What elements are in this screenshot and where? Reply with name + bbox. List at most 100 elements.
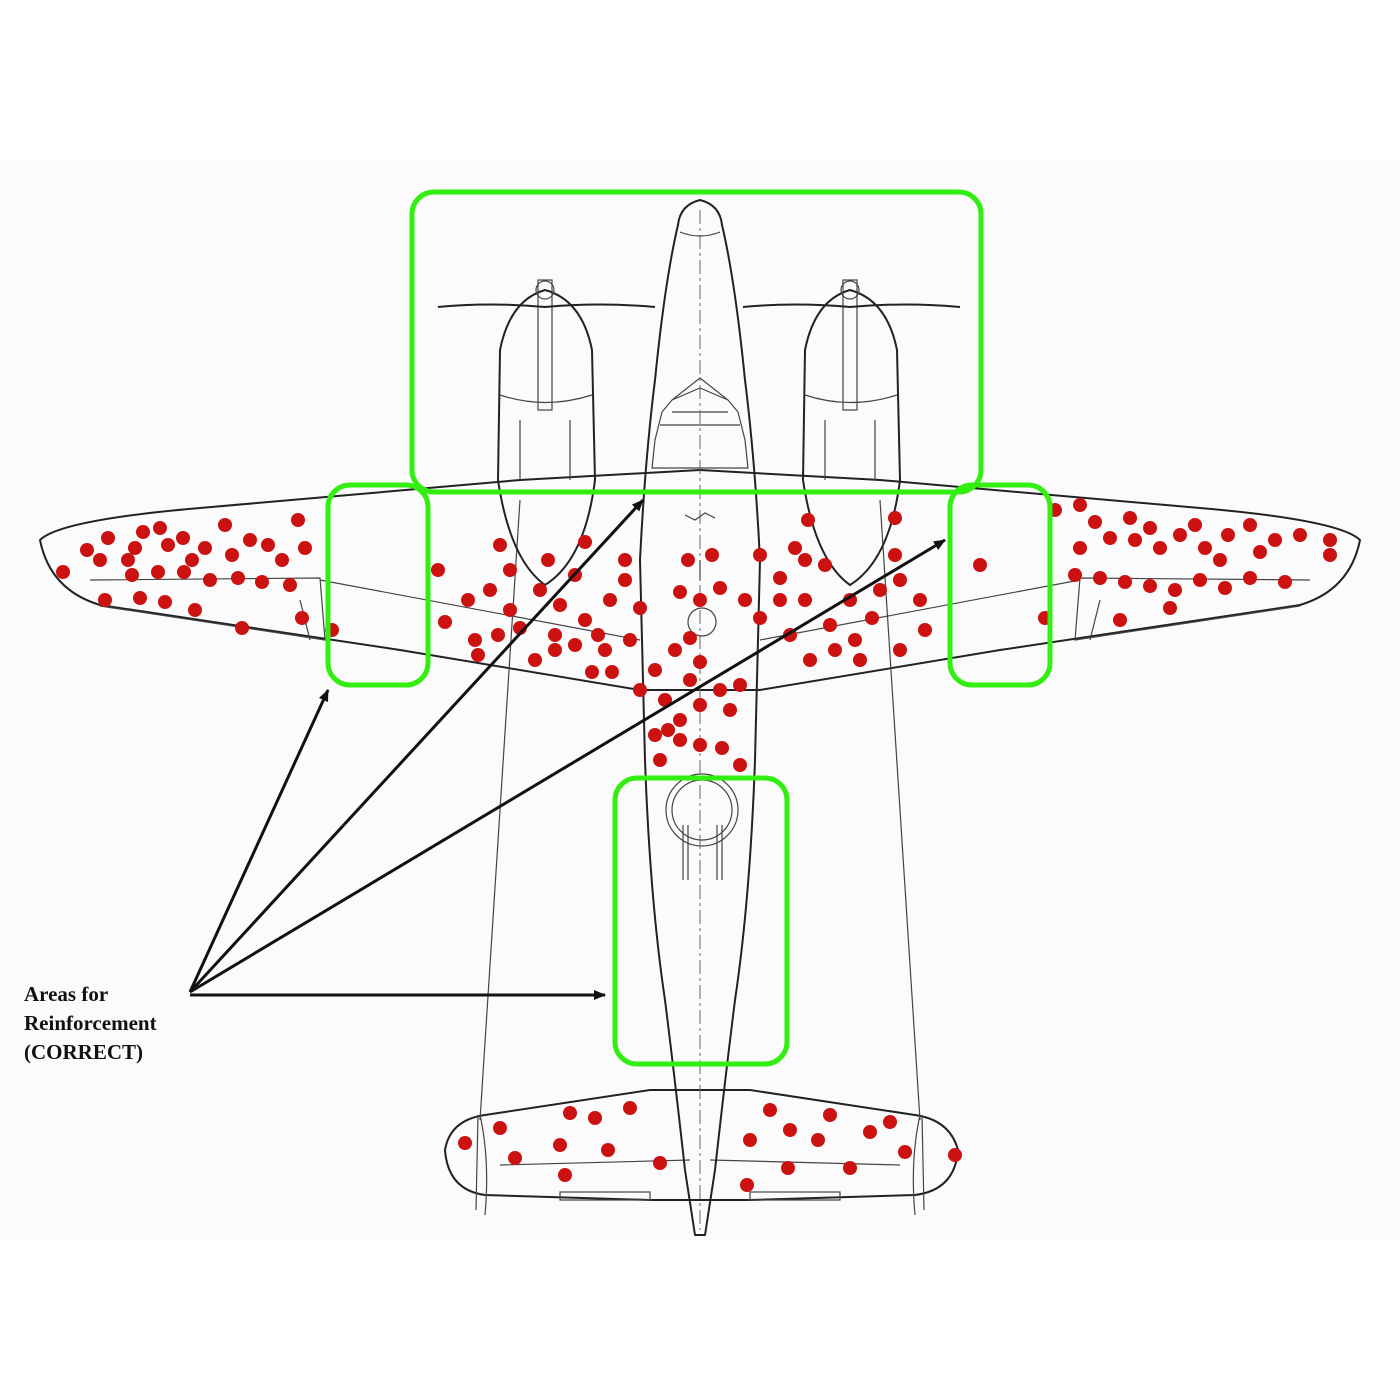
bullet-hit [185, 553, 199, 567]
bullet-hit [468, 633, 482, 647]
left-nacelle-cowl [499, 394, 593, 480]
bullet-hit [528, 653, 542, 667]
bullet-hit [493, 1121, 507, 1135]
reinforcement-caption: Areas for Reinforcement (CORRECT) [24, 980, 157, 1067]
bullet-hit [1193, 573, 1207, 587]
bullet-hit [275, 553, 289, 567]
bullet-hit [503, 603, 517, 617]
bullet-hit [673, 733, 687, 747]
bullet-hit [93, 553, 107, 567]
bullet-hit [588, 1111, 602, 1125]
bullet-hit [431, 563, 445, 577]
bullet-hit [136, 525, 150, 539]
bullet-hit [1143, 521, 1157, 535]
bullet-hit [578, 535, 592, 549]
bullet-hit [918, 623, 932, 637]
bullet-hit [1168, 583, 1182, 597]
bullet-hit [715, 741, 729, 755]
bullet-hit [603, 593, 617, 607]
bullet-hit [151, 565, 165, 579]
bullet-hit [763, 1103, 777, 1117]
bullet-hit [888, 511, 902, 525]
left-nacelle [497, 289, 596, 586]
bullet-hit [203, 573, 217, 587]
bullet-hit [705, 548, 719, 562]
right-boom-line [879, 499, 921, 1121]
right-nacelle [802, 289, 901, 586]
bullet-hit [843, 1161, 857, 1175]
bullet-hit [188, 603, 202, 617]
bullet-hit [243, 533, 257, 547]
bullet-hit [125, 568, 139, 582]
bullet-hit [1221, 528, 1235, 542]
bullet-hit [548, 643, 562, 657]
bullet-hit [681, 553, 695, 567]
bullet-hit [623, 633, 637, 647]
bullet-hit [1323, 548, 1337, 562]
bullet-hit [653, 1156, 667, 1170]
bullet-hit [653, 753, 667, 767]
bullet-hit [1103, 531, 1117, 545]
bullet-hit [291, 513, 305, 527]
bullet-hit [1128, 533, 1142, 547]
bullet-hit [533, 583, 547, 597]
bullet-hits [56, 498, 1337, 1192]
tailplane [444, 1089, 959, 1201]
bullet-hit [828, 643, 842, 657]
bullet-hit [798, 553, 812, 567]
bullet-hit [1163, 601, 1177, 615]
right-fin [912, 1114, 925, 1216]
hatch-circle [687, 607, 717, 637]
bullet-hit [781, 1161, 795, 1175]
bullet-hit [598, 643, 612, 657]
bullet-hit [801, 513, 815, 527]
bullet-hit [493, 538, 507, 552]
bullet-hit [1113, 613, 1127, 627]
bullet-hit [1073, 498, 1087, 512]
bullet-hit [541, 553, 555, 567]
bullet-hit [177, 565, 191, 579]
bullet-hit [733, 758, 747, 772]
bullet-hit [483, 583, 497, 597]
bullet-hit [853, 653, 867, 667]
bullet-hit [508, 1151, 522, 1165]
bullet-hit [818, 558, 832, 572]
bullet-hit [231, 571, 245, 585]
bullet-hit [823, 618, 837, 632]
bullet-hit [773, 593, 787, 607]
caption-line-3: (CORRECT) [24, 1040, 143, 1064]
fuselage [639, 199, 761, 1236]
bullet-hit [261, 538, 275, 552]
bullet-hit [458, 1136, 472, 1150]
right-trim-tab [749, 1191, 841, 1201]
bullet-hit [618, 573, 632, 587]
zone-right-wing-engine [947, 482, 1053, 688]
bullet-hit [128, 541, 142, 555]
bullet-hit [713, 683, 727, 697]
bullet-hit [1143, 579, 1157, 593]
bullet-hit [798, 593, 812, 607]
bullet-hit [1198, 541, 1212, 555]
turret-guns [682, 825, 723, 880]
bullet-hit [723, 703, 737, 717]
bullet-hit [1118, 575, 1132, 589]
left-fin [475, 1114, 488, 1216]
bullet-hit [658, 693, 672, 707]
bullet-hit [893, 573, 907, 587]
bullet-hit [101, 531, 115, 545]
bullet-hit [683, 631, 697, 645]
bullet-hit [1243, 518, 1257, 532]
bullet-hit [283, 578, 297, 592]
bullet-hit [121, 553, 135, 567]
bullet-hit [1268, 533, 1282, 547]
bullet-hit [753, 548, 767, 562]
bullet-hit [863, 1125, 877, 1139]
bullet-hit [255, 575, 269, 589]
zone-left-wing-engine [325, 482, 431, 688]
bullet-hit [553, 598, 567, 612]
bullet-hit [601, 1143, 615, 1157]
bullet-hit [673, 713, 687, 727]
arrow-to-nose-zone [188, 498, 645, 994]
bullet-hit [548, 628, 562, 642]
